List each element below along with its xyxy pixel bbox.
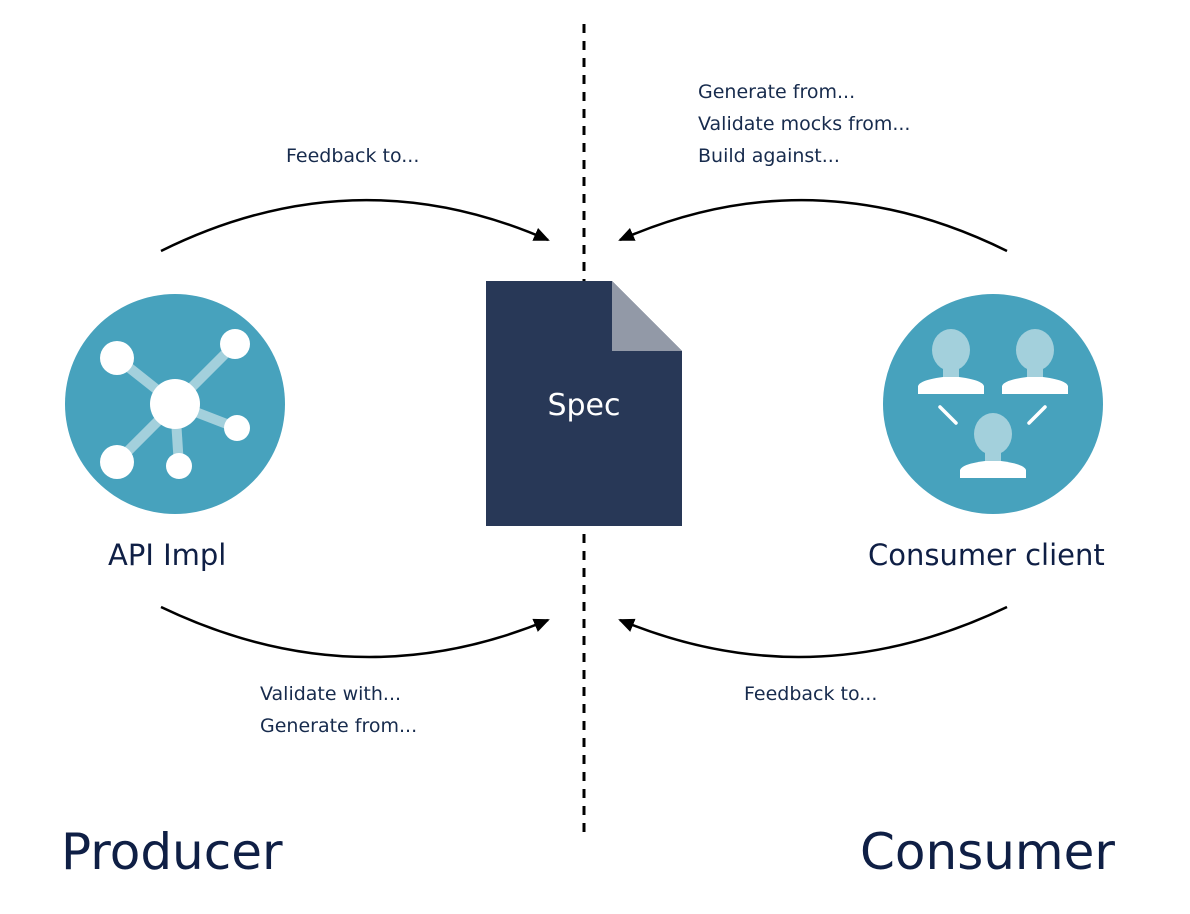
consumer-client-circle (883, 294, 1103, 514)
consumer-section-label: Consumer (860, 823, 1115, 881)
producer-bottom-label: Validate with... Generate from... (260, 678, 417, 742)
label-line: Validate mocks from... (698, 113, 911, 135)
consumer-top-label: Generate from... Validate mocks from... … (698, 76, 910, 172)
label-line: Generate from... (260, 715, 418, 737)
consumer-client-node (883, 294, 1103, 514)
user-group-icon (918, 329, 1068, 478)
producer-feedback-label: Feedback to... (286, 140, 419, 172)
label-line: Build against... (698, 145, 840, 167)
arrow-producer-to-spec-bottom (160, 605, 550, 659)
network-hub-icon (100, 329, 250, 479)
user-icon (918, 329, 984, 394)
arrow-consumer-to-spec-bottom (618, 605, 1008, 659)
arrow-consumer-to-spec-top (618, 198, 1008, 253)
label-line: Generate from... (698, 81, 856, 103)
document-fold (612, 281, 682, 351)
spec-label: Spec (547, 388, 620, 423)
user-icon (960, 413, 1026, 478)
spec-document: Spec (486, 281, 682, 526)
user-icon (1002, 329, 1068, 394)
label-line: Feedback to... (286, 145, 420, 167)
api-impl-node (65, 294, 285, 514)
label-line: Feedback to... (744, 683, 878, 705)
arrow-producer-to-spec-top (160, 198, 550, 253)
api-impl-label: API Impl (108, 538, 227, 572)
producer-section-label: Producer (61, 823, 283, 881)
consumer-feedback-label: Feedback to... (744, 678, 877, 710)
consumer-client-label: Consumer client (868, 538, 1105, 572)
label-line: Validate with... (260, 683, 402, 705)
